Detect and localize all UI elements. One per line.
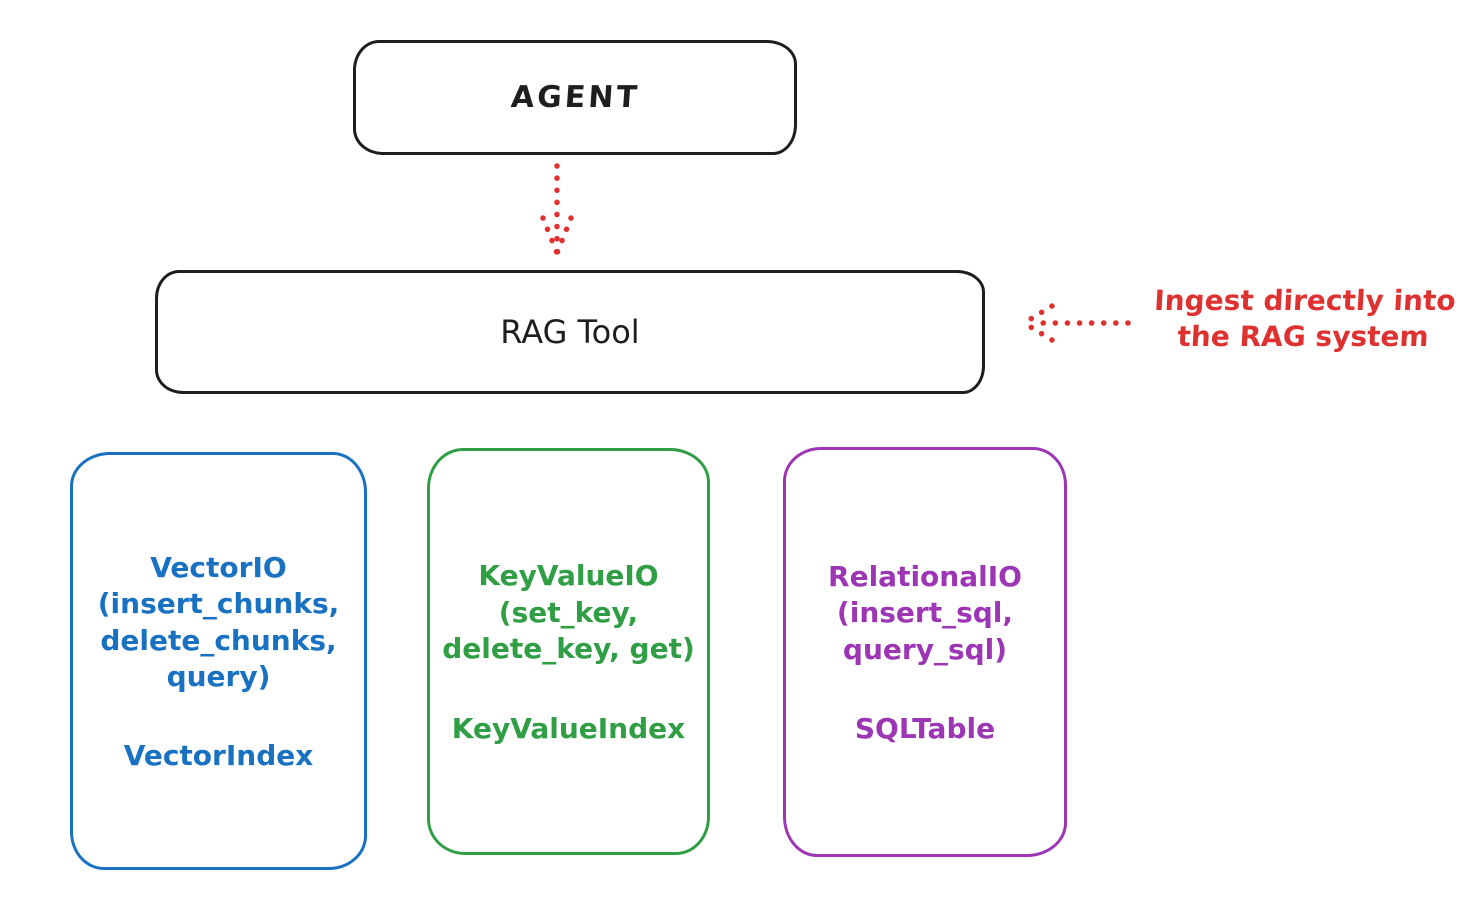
relational-io-card: RelationalIO (insert_sql, query_sql) SQL… xyxy=(783,447,1067,857)
vector-io-card: VectorIO (insert_chunks, delete_chunks, … xyxy=(70,452,367,870)
vector-io-title: VectorIO (insert_chunks, delete_chunks, … xyxy=(97,550,340,693)
rag-tool-node: RAG Tool xyxy=(155,270,985,394)
sqltable-label: SQLTable xyxy=(854,712,996,746)
ingest-arrow-icon xyxy=(1021,303,1131,343)
vector-index-label: VectorIndex xyxy=(123,739,314,773)
keyvalue-io-title: KeyValueIO (set_key, delete_key, get) xyxy=(442,559,695,666)
agent-node: AGENT xyxy=(353,40,797,155)
agent-to-ragtool-arrow-icon xyxy=(540,163,574,256)
rag-tool-label: RAG Tool xyxy=(500,313,640,351)
keyvalue-index-label: KeyValueIndex xyxy=(451,711,686,745)
ingest-annotation: Ingest directly into the RAG system xyxy=(1153,284,1457,354)
keyvalue-io-card: KeyValueIO (set_key, delete_key, get) Ke… xyxy=(427,448,710,855)
relational-io-title: RelationalIO (insert_sql, query_sql) xyxy=(828,559,1022,666)
agent-label: AGENT xyxy=(509,80,641,115)
